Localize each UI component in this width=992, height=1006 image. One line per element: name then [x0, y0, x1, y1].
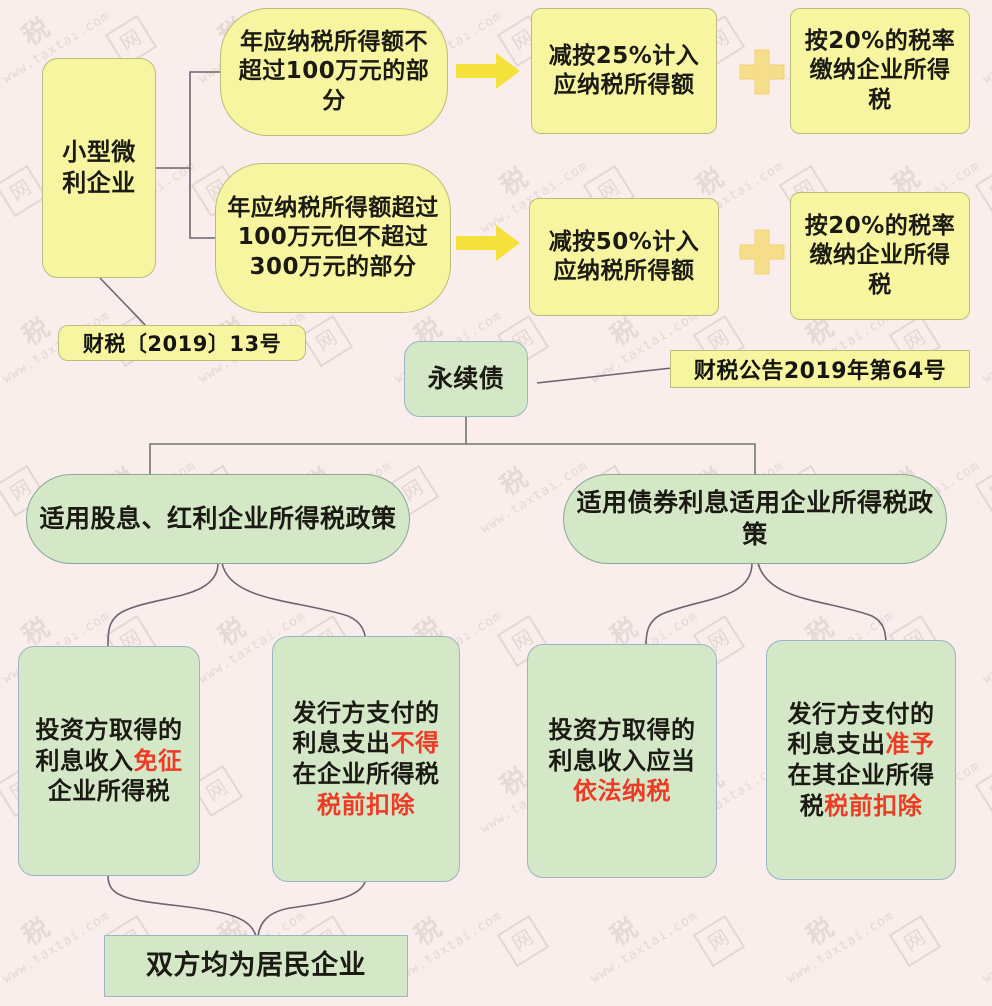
node-label: 小型微利企业	[62, 138, 136, 197]
chip-label: 财税〔2019〕13号	[82, 332, 282, 356]
node-label: 年应纳税所得额超过100万元但不超过300万元的部分	[227, 194, 439, 280]
link-left-header-to-card2	[221, 562, 367, 647]
node-label: 永续债	[427, 364, 505, 393]
node-label: 减按50%计入应纳税所得额	[548, 228, 700, 284]
node-bond-interest-policy-header[interactable]: 适用债券利息适用企业所得税政策	[563, 474, 947, 564]
plain-term: 发行方支付的利息支出	[787, 699, 935, 759]
node-dividend-policy-header[interactable]: 适用股息、红利企业所得税政策	[26, 474, 410, 564]
watermark-accent-icon: 税	[495, 463, 534, 503]
plus-icon	[738, 228, 786, 276]
right-arrow-icon	[456, 50, 522, 92]
watermark-logo-icon: 网	[0, 164, 48, 218]
watermark-text: www.taxtai.com	[588, 908, 701, 987]
highlighted-term: 不得	[390, 729, 440, 758]
highlighted-term: 准予	[885, 730, 935, 759]
watermark-accent-icon: 税	[495, 163, 534, 203]
node-label: 按20%的税率缴纳企业所得税	[804, 27, 956, 113]
watermark-accent-icon: 税	[213, 613, 252, 653]
node-both-resident-enterprises[interactable]: 双方均为居民企业	[104, 935, 408, 997]
watermark-text: www.taxtai.com	[0, 758, 3, 837]
watermark-text: www.taxtai.com	[784, 908, 897, 987]
watermark-logo-icon: 网	[974, 464, 992, 518]
link-left-header-to-card1	[107, 562, 219, 647]
link-card1-to-footer	[107, 875, 257, 937]
node-treatment-50pct[interactable]: 减按50%计入应纳税所得额	[529, 198, 719, 316]
card-text: 发行方支付的利息支出准予在其企业所得税税前扣除	[777, 699, 945, 822]
watermark-text: www.taxtai.com	[0, 458, 3, 537]
link-right-header-to-card2	[757, 562, 887, 647]
node-label: 按20%的税率缴纳企业所得税	[804, 212, 956, 298]
watermark-text: www.taxtai.com	[980, 908, 992, 987]
watermark-logo-icon: 网	[888, 914, 942, 968]
link-card2-to-footer	[257, 875, 367, 937]
watermark-logo-icon: 网	[496, 914, 550, 968]
watermark-logo-icon: 网	[974, 764, 992, 818]
watermark-text: www.taxtai.com	[980, 308, 992, 387]
link-bond-to-right-header	[466, 443, 756, 474]
watermark-accent-icon: 税	[17, 313, 56, 353]
node-label: 减按25%计入应纳税所得额	[548, 42, 700, 98]
link-bond-to-left-header	[149, 416, 467, 474]
link-root-to-policy	[99, 277, 151, 331]
plain-term: 投资方取得的利息收入	[35, 715, 183, 775]
watermark-accent-icon: 税	[17, 913, 56, 953]
plain-term: 在其企业所得税	[787, 761, 935, 820]
card-text: 投资方取得的利息收入免征企业所得税	[29, 715, 189, 807]
right-arrow-icon	[456, 222, 522, 264]
node-condition-under-1m[interactable]: 年应纳税所得额不超过100万元的部分	[220, 8, 448, 136]
watermark-logo-icon: 网	[300, 314, 354, 368]
plain-term: 发行方支付的利息支出	[292, 698, 440, 758]
chip-caishui-announcement-2019-64[interactable]: 财税公告2019年第64号	[670, 350, 970, 388]
node-rate-20pct-row1[interactable]: 按20%的税率缴纳企业所得税	[790, 8, 970, 134]
watermark-accent-icon: 税	[801, 913, 840, 953]
plain-term: 企业所得税	[47, 777, 171, 806]
node-label: 适用股息、红利企业所得税政策	[39, 504, 397, 533]
link-root-to-cond1	[155, 71, 220, 169]
plain-term: 在企业所得税	[292, 760, 440, 788]
link-bond-to-policy	[536, 367, 673, 384]
card-text: 发行方支付的利息支出不得在企业所得税税前扣除	[283, 698, 449, 821]
plain-term: 投资方取得的利息收入应当	[548, 715, 696, 775]
highlighted-term: 依法纳税	[573, 777, 671, 806]
watermark-logo-icon: 网	[974, 164, 992, 218]
node-treatment-25pct[interactable]: 减按25%计入应纳税所得额	[531, 8, 717, 134]
watermark-accent-icon: 税	[17, 13, 56, 53]
link-right-header-to-card1	[645, 562, 753, 647]
watermark-text: www.taxtai.com	[0, 158, 3, 237]
card-issuer-interest-deductible[interactable]: 发行方支付的利息支出准予在其企业所得税税前扣除	[766, 640, 956, 880]
node-label: 双方均为居民企业	[146, 949, 366, 981]
node-label: 年应纳税所得额不超过100万元的部分	[238, 28, 430, 114]
watermark-text: www.taxtai.com	[980, 608, 992, 687]
node-perpetual-bond[interactable]: 永续债	[404, 341, 528, 417]
watermark-text: www.taxtai.com	[392, 908, 505, 987]
plus-icon	[738, 48, 786, 96]
node-small-profit-enterprise[interactable]: 小型微利企业	[42, 58, 156, 278]
card-issuer-interest-not-deductible[interactable]: 发行方支付的利息支出不得在企业所得税税前扣除	[272, 636, 460, 882]
card-text: 投资方取得的利息收入应当依法纳税	[538, 715, 706, 807]
chip-label: 财税公告2019年第64号	[693, 359, 947, 384]
watermark-accent-icon: 税	[409, 913, 448, 953]
card-investor-interest-exempt[interactable]: 投资方取得的利息收入免征企业所得税	[18, 646, 200, 876]
chip-caishui-2019-13[interactable]: 财税〔2019〕13号	[58, 325, 306, 361]
node-condition-1m-to-3m[interactable]: 年应纳税所得额超过100万元但不超过300万元的部分	[215, 163, 451, 313]
highlighted-term: 免征	[133, 746, 183, 775]
node-rate-20pct-row2[interactable]: 按20%的税率缴纳企业所得税	[790, 192, 970, 320]
watermark-logo-icon: 网	[692, 914, 746, 968]
watermark-accent-icon: 税	[691, 163, 730, 203]
watermark-accent-icon: 税	[605, 913, 644, 953]
link-root-to-cond2	[189, 168, 215, 239]
highlighted-term: 税前扣除	[824, 791, 923, 820]
watermark-text: www.taxtai.com	[980, 8, 992, 87]
card-investor-interest-taxable[interactable]: 投资方取得的利息收入应当依法纳税	[527, 644, 717, 878]
watermark-text: www.taxtai.com	[0, 908, 113, 987]
node-label: 适用债券利息适用企业所得税政策	[576, 488, 934, 549]
highlighted-term: 税前扣除	[317, 790, 415, 819]
